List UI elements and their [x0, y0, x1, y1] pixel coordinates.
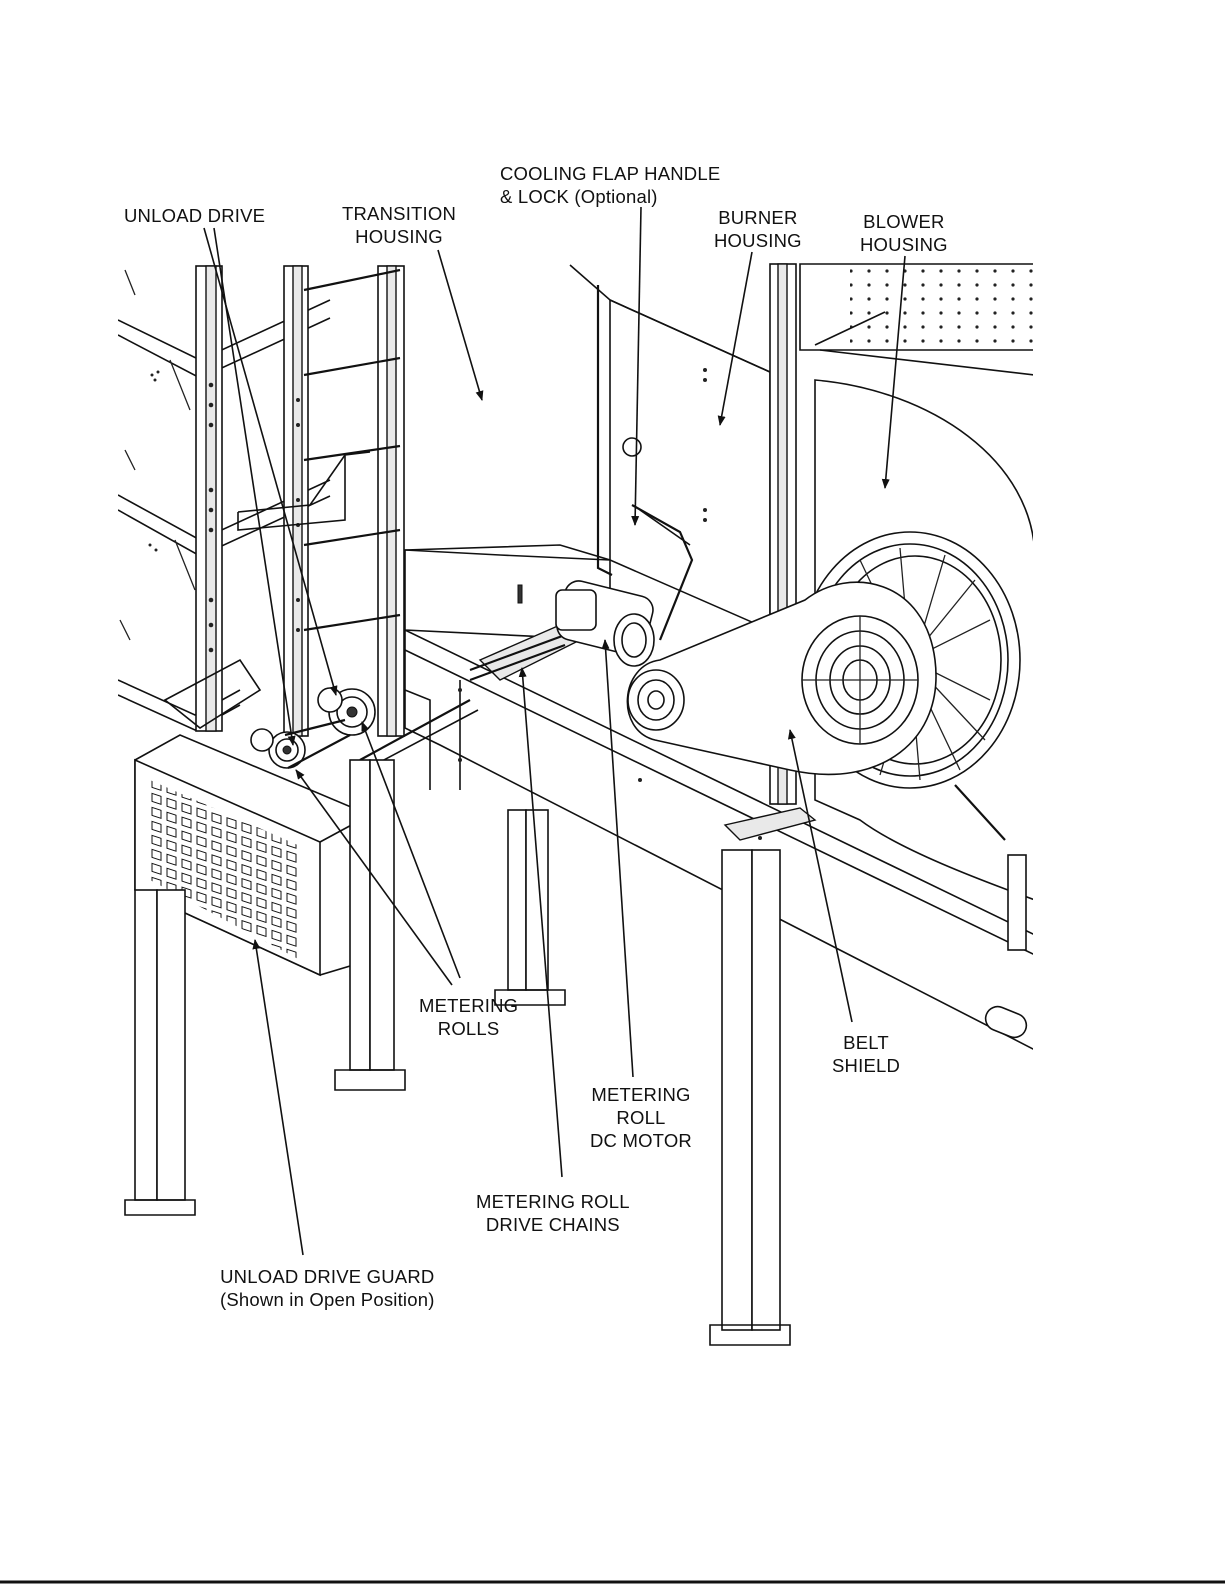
label-line: ROLL	[590, 1106, 692, 1129]
label-line: METERING ROLL	[476, 1190, 630, 1213]
label-line: BELT	[832, 1031, 900, 1054]
dc-motor	[554, 578, 656, 666]
label-line: HOUSING	[714, 229, 802, 252]
label-line: & LOCK (Optional)	[500, 185, 720, 208]
label-line: METERING	[590, 1083, 692, 1106]
label-line: METERING	[419, 994, 518, 1017]
blower-section	[800, 264, 1035, 900]
label-line: UNLOAD DRIVE GUARD	[220, 1265, 435, 1288]
label-drive-guard: UNLOAD DRIVE GUARD (Shown in Open Positi…	[220, 1265, 435, 1311]
belt-shield-drawing	[627, 582, 936, 774]
label-line: SHIELD	[832, 1054, 900, 1077]
label-line: TRANSITION	[342, 202, 456, 225]
leader-drive-guard	[255, 940, 303, 1255]
left-tower	[118, 266, 404, 736]
machine-linework	[118, 264, 1035, 1345]
label-line: DC MOTOR	[590, 1129, 692, 1152]
label-dc-motor: METERING ROLL DC MOTOR	[590, 1083, 692, 1152]
label-line: DRIVE CHAINS	[476, 1213, 630, 1236]
label-line: ROLLS	[419, 1017, 518, 1040]
label-burner-housing: BURNER HOUSING	[714, 206, 802, 252]
label-metering-rolls: METERING ROLLS	[419, 994, 518, 1040]
label-line: HOUSING	[860, 233, 948, 256]
label-blower-housing: BLOWER HOUSING	[860, 210, 948, 256]
leader-unload-drive	[204, 228, 336, 695]
label-line: COOLING FLAP HANDLE	[500, 162, 720, 185]
label-line: BLOWER	[860, 210, 948, 233]
label-cooling-flap: COOLING FLAP HANDLE & LOCK (Optional)	[500, 162, 720, 208]
label-line: UNLOAD DRIVE	[124, 204, 265, 227]
label-line: (Shown in Open Position)	[220, 1288, 435, 1311]
label-line: BURNER	[714, 206, 802, 229]
label-line: HOUSING	[342, 225, 456, 248]
label-drive-chains: METERING ROLL DRIVE CHAINS	[476, 1190, 630, 1236]
sprockets	[251, 688, 375, 768]
leader-transition-housing	[438, 250, 482, 400]
label-belt-shield: BELT SHIELD	[832, 1031, 900, 1077]
label-unload-drive: UNLOAD DRIVE	[124, 204, 265, 227]
label-transition-housing: TRANSITION HOUSING	[342, 202, 456, 248]
